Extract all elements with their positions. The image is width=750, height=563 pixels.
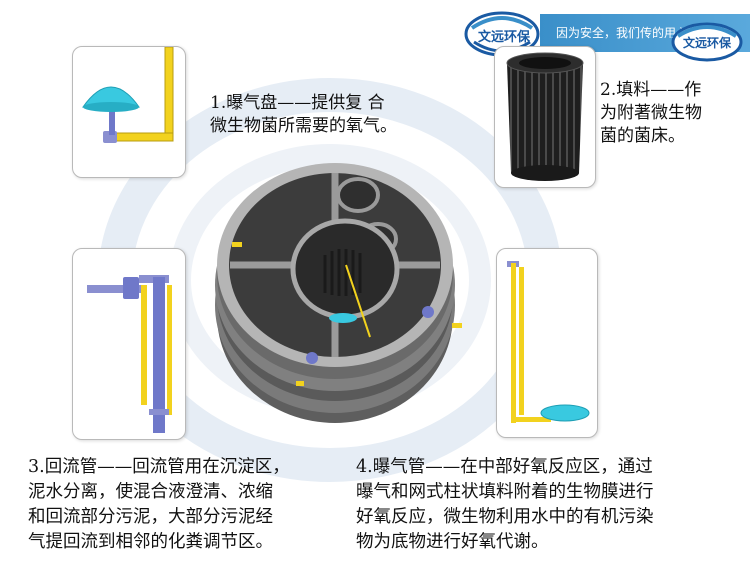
caption-filler: 2.填料——作 为附著微生物 菌的菌床。 bbox=[600, 79, 702, 148]
aeration-disc-panel bbox=[72, 46, 186, 178]
caption-line: 1.曝气盘——提供复 合 bbox=[210, 93, 385, 113]
caption-line: 微生物菌所需要的氧气。 bbox=[210, 116, 397, 136]
caption-return-pipe: 3.回流管——回流管用在沉淀区， 泥水分离，使混合液澄清、浓缩 和回流部分污泥，… bbox=[28, 455, 290, 555]
caption-line: 3.回流管——回流管用在沉淀区， bbox=[28, 457, 290, 477]
caption-line: 4.曝气管——在中部好氧反应区，通过 bbox=[356, 457, 653, 477]
return-pipe-panel bbox=[72, 248, 186, 440]
caption-line: 为附著微生物 bbox=[600, 103, 702, 123]
company-logo-text-left: 文远环保 bbox=[478, 30, 531, 45]
aeration-pipe-panel bbox=[496, 248, 598, 438]
caption-aeration-pipe: 4.曝气管——在中部好氧反应区，通过 曝气和网式柱状填料附着的生物膜进行 好氧反… bbox=[356, 455, 654, 555]
company-logo-right bbox=[671, 22, 743, 62]
header-slogan: 因为安全，我们传的用心 bbox=[556, 26, 689, 40]
caption-line: 好氧反应，微生物利用水中的有机污染 bbox=[356, 507, 654, 527]
aeration-disc-icon bbox=[82, 47, 174, 143]
return-pipe-icon bbox=[87, 275, 172, 433]
company-logo-text-right: 文远环保 bbox=[683, 36, 732, 50]
caption-line: 曝气和网式柱状填料附着的生物膜进行 bbox=[356, 482, 654, 502]
septic-tank-icon bbox=[215, 163, 462, 423]
filler-panel bbox=[494, 46, 596, 188]
caption-aeration-disc: 1.曝气盘——提供复 合 微生物菌所需要的氧气。 bbox=[210, 92, 397, 138]
caption-line: 菌的菌床。 bbox=[600, 126, 685, 146]
caption-line: 物为底物进行好氧代谢。 bbox=[356, 532, 549, 552]
caption-line: 气提回流到相邻的化粪调节区。 bbox=[28, 532, 273, 552]
caption-line: 2.填料——作 bbox=[600, 80, 702, 100]
filler-icon bbox=[506, 52, 584, 181]
caption-line: 和回流部分污泥，大部分污泥经 bbox=[28, 507, 273, 527]
caption-line: 泥水分离，使混合液澄清、浓缩 bbox=[28, 482, 273, 502]
aeration-pipe-icon bbox=[507, 261, 590, 423]
